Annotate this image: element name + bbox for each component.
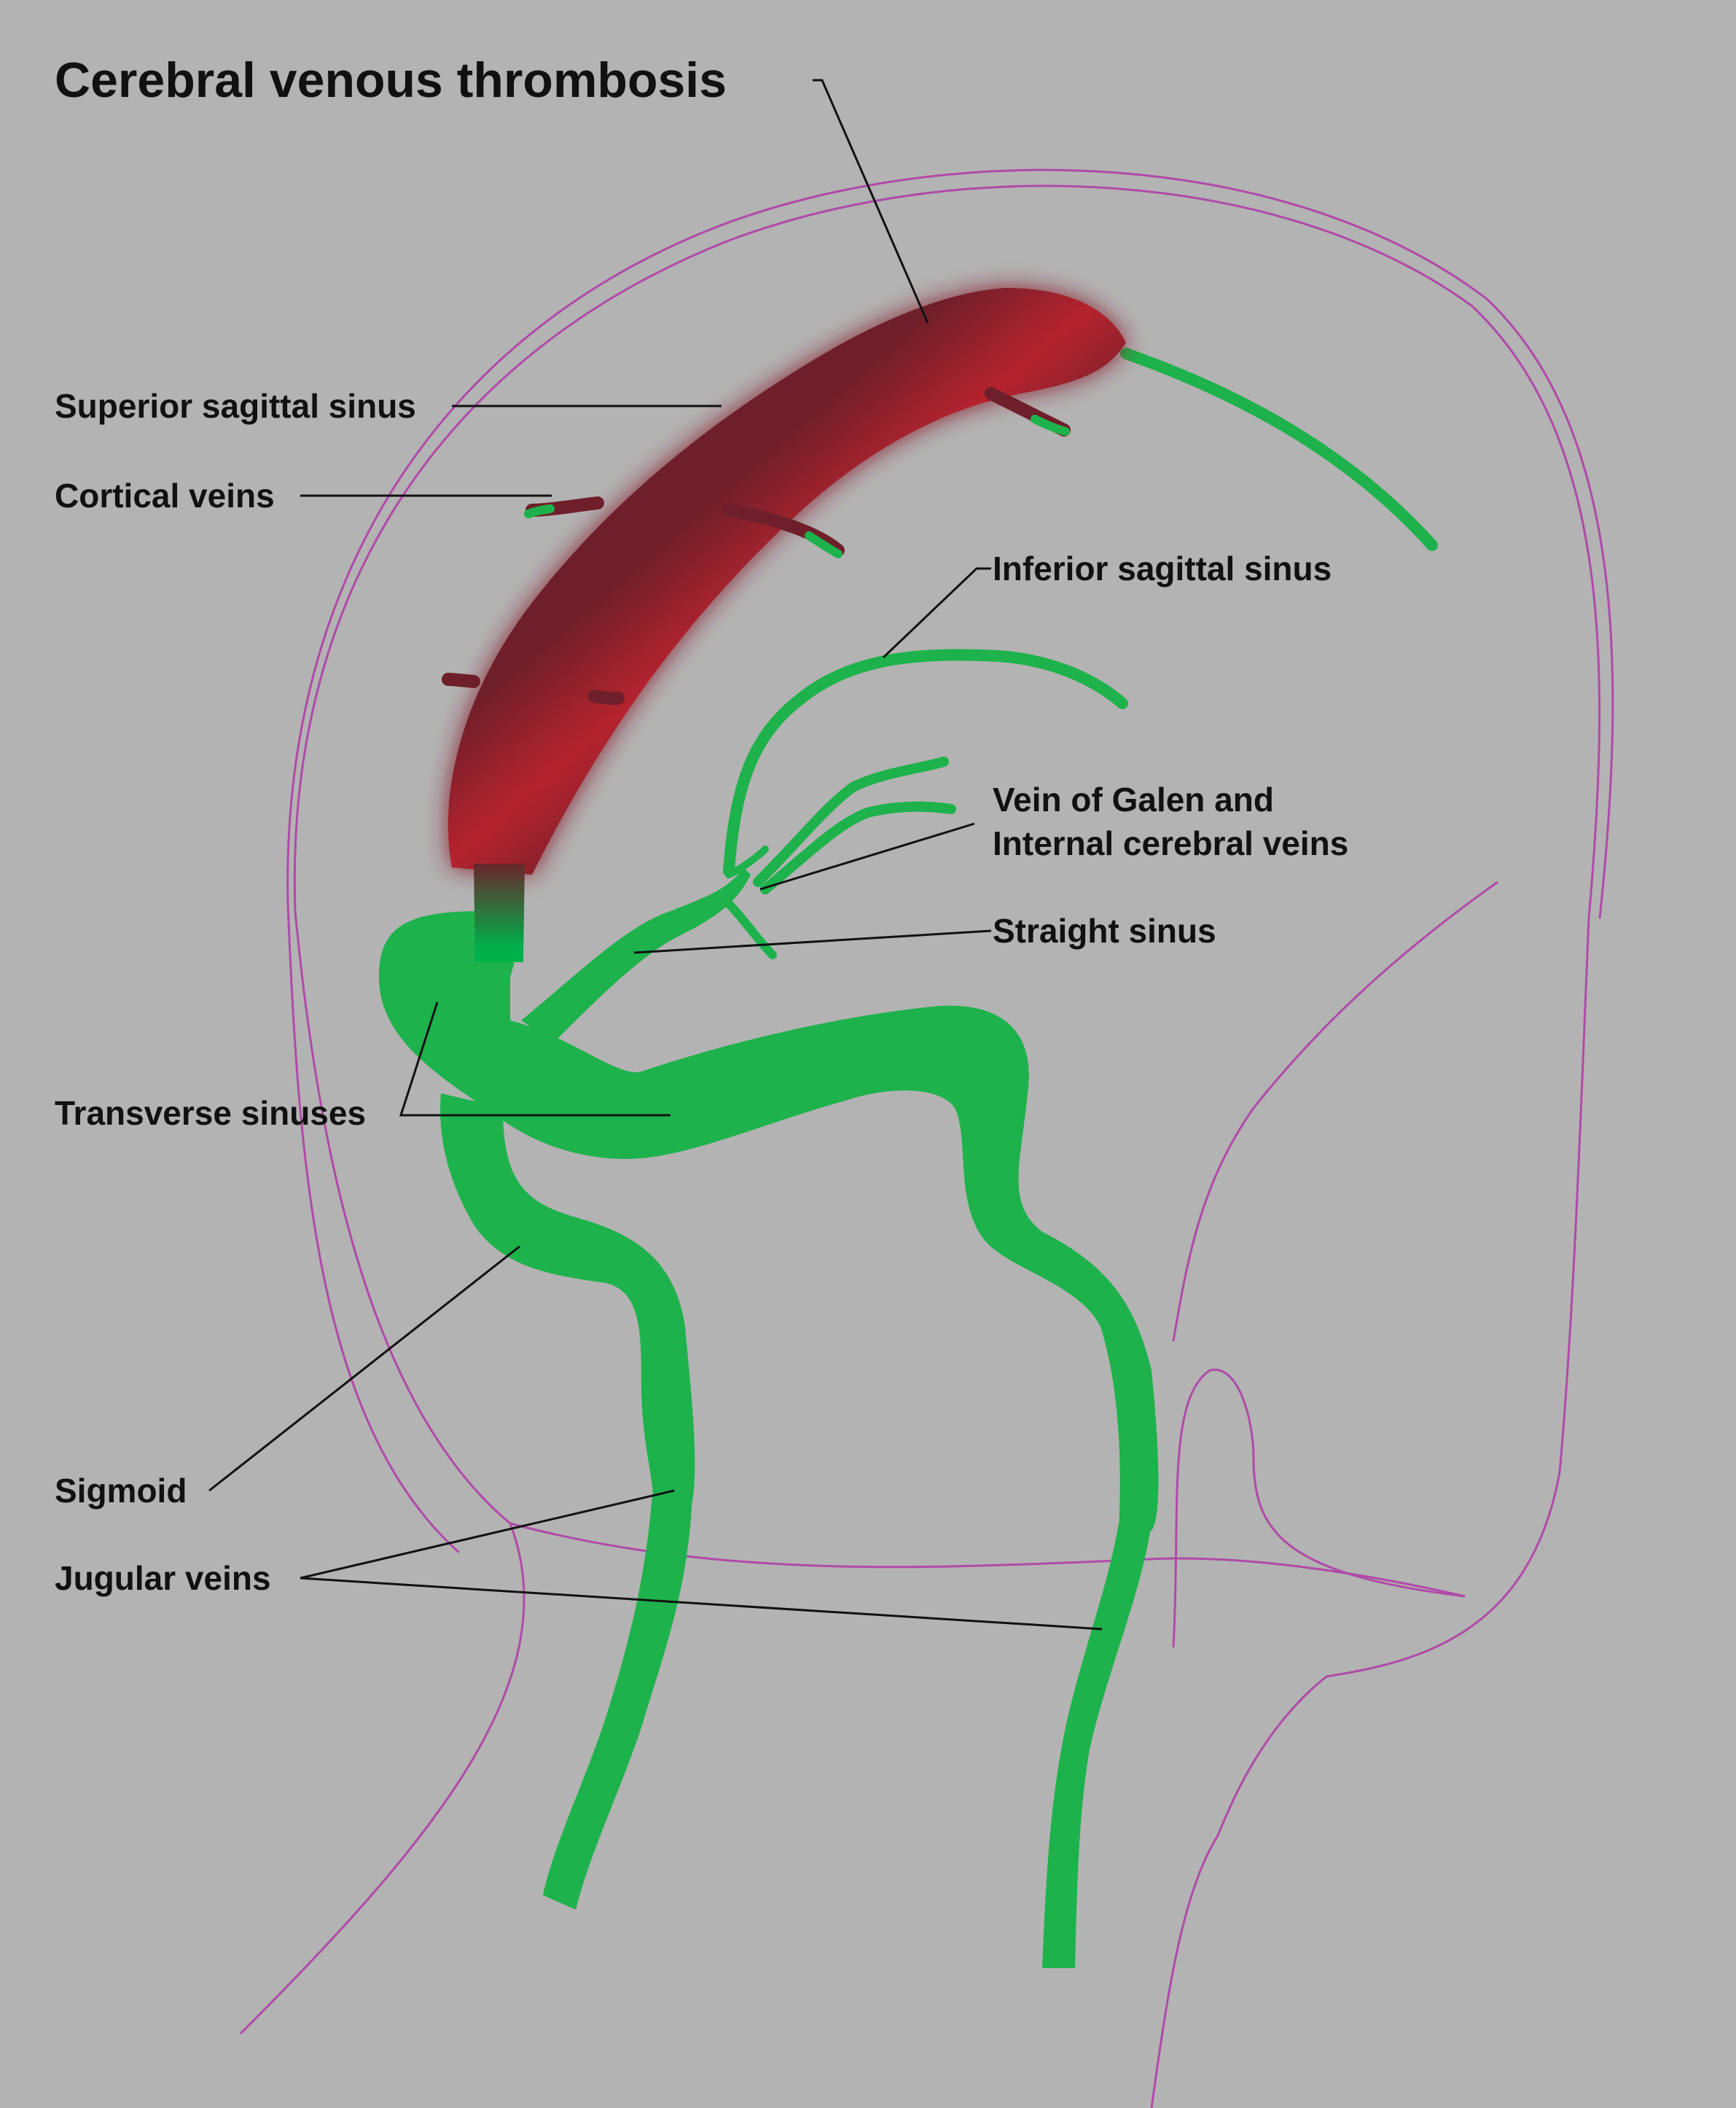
leader-straight-sinus — [634, 931, 991, 953]
leader-inferior-sagittal-sinus — [883, 569, 991, 657]
superior-sagittal-continuation — [1126, 354, 1432, 545]
label-cortical-veins: Cortical veins — [55, 474, 275, 518]
cortical-vein-stub — [448, 679, 474, 682]
label-sigmoid: Sigmoid — [55, 1469, 187, 1512]
label-vein-of-galen-line2: Internal cerebral veins — [993, 821, 1348, 865]
sss-stub — [474, 864, 525, 962]
label-jugular-veins: Jugular veins — [55, 1556, 271, 1600]
cortical-vein-tip — [528, 509, 550, 514]
label-transverse-sinuses: Transverse sinuses — [55, 1091, 366, 1135]
straight-sinus-shape — [521, 867, 751, 1042]
label-superior-sagittal-sinus: Superior sagittal sinus — [55, 384, 416, 428]
page-title: Cerebral venous thrombosis — [55, 51, 727, 109]
label-vein-of-galen-line1: Vein of Galen and — [993, 778, 1274, 821]
label-straight-sinus: Straight sinus — [993, 909, 1216, 953]
label-inferior-sagittal-sinus: Inferior sagittal sinus — [993, 547, 1332, 590]
cortical-vein-stub — [594, 696, 618, 698]
leader-vein-of-galen — [760, 824, 974, 889]
left-jugular-shape — [543, 1494, 692, 1910]
right-jugular-shape — [1042, 1523, 1152, 1968]
venous-system — [379, 354, 1432, 1968]
